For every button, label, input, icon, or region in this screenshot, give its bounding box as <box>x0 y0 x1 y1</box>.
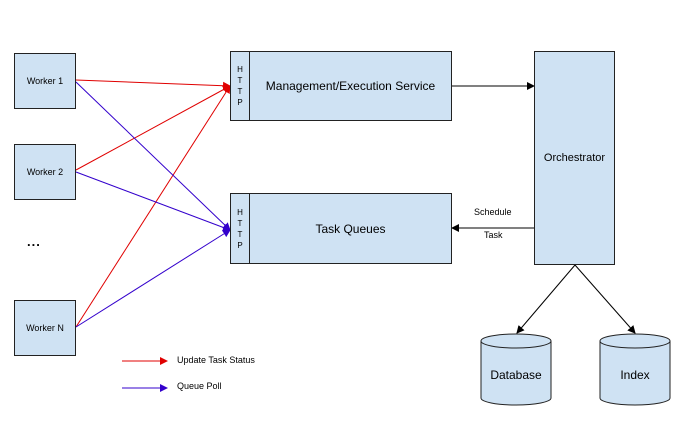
worker-n-label: Worker N <box>26 323 64 333</box>
http-letter: T <box>237 87 243 96</box>
http-letter: T <box>237 218 243 228</box>
task-queues-http-port: H T T P <box>230 193 250 264</box>
orchestrator-label: Orchestrator <box>543 152 606 164</box>
orchestrator-to-database-arrow <box>516 264 576 334</box>
task-queues-label: Task Queues <box>315 221 386 236</box>
index-cylinder <box>599 333 671 406</box>
orchestrator-to-index-arrow <box>574 264 636 334</box>
legend-update-label: Update Task Status <box>177 355 255 365</box>
http-letter: T <box>237 76 243 85</box>
update-arrow-worker-n <box>75 85 231 328</box>
database-label: Database <box>490 368 542 382</box>
poll-arrow-worker-1 <box>75 81 231 231</box>
workers-ellipsis: ... <box>27 234 41 249</box>
index-label: Index <box>620 368 650 382</box>
task-label: Task <box>484 230 503 240</box>
worker-1-box: Worker 1 <box>14 53 76 109</box>
http-letter: H <box>237 65 243 74</box>
http-letter: H <box>237 207 243 217</box>
poll-arrow-worker-n <box>75 229 231 328</box>
management-service-box: Management/Execution Service <box>249 51 452 121</box>
http-letter: T <box>237 229 243 239</box>
worker-2-label: Worker 2 <box>26 167 64 177</box>
worker-1-label: Worker 1 <box>26 76 64 86</box>
management-service-label: Management/Execution Service <box>265 79 436 93</box>
update-arrow-worker-1 <box>75 79 231 90</box>
database-cylinder <box>480 333 552 406</box>
worker-n-box: Worker N <box>14 300 76 356</box>
orchestrator-box: Orchestrator <box>534 51 615 265</box>
http-letter: P <box>237 240 243 250</box>
legend-poll-label: Queue Poll <box>177 381 222 391</box>
schedule-label: Schedule <box>474 207 512 217</box>
worker-2-box: Worker 2 <box>14 144 76 200</box>
poll-arrow-worker-2 <box>75 171 231 232</box>
http-letter: P <box>237 98 243 107</box>
update-arrow-worker-2 <box>75 85 231 171</box>
management-http-port: H T T P <box>230 51 250 121</box>
task-queues-box: Task Queues <box>249 193 452 264</box>
